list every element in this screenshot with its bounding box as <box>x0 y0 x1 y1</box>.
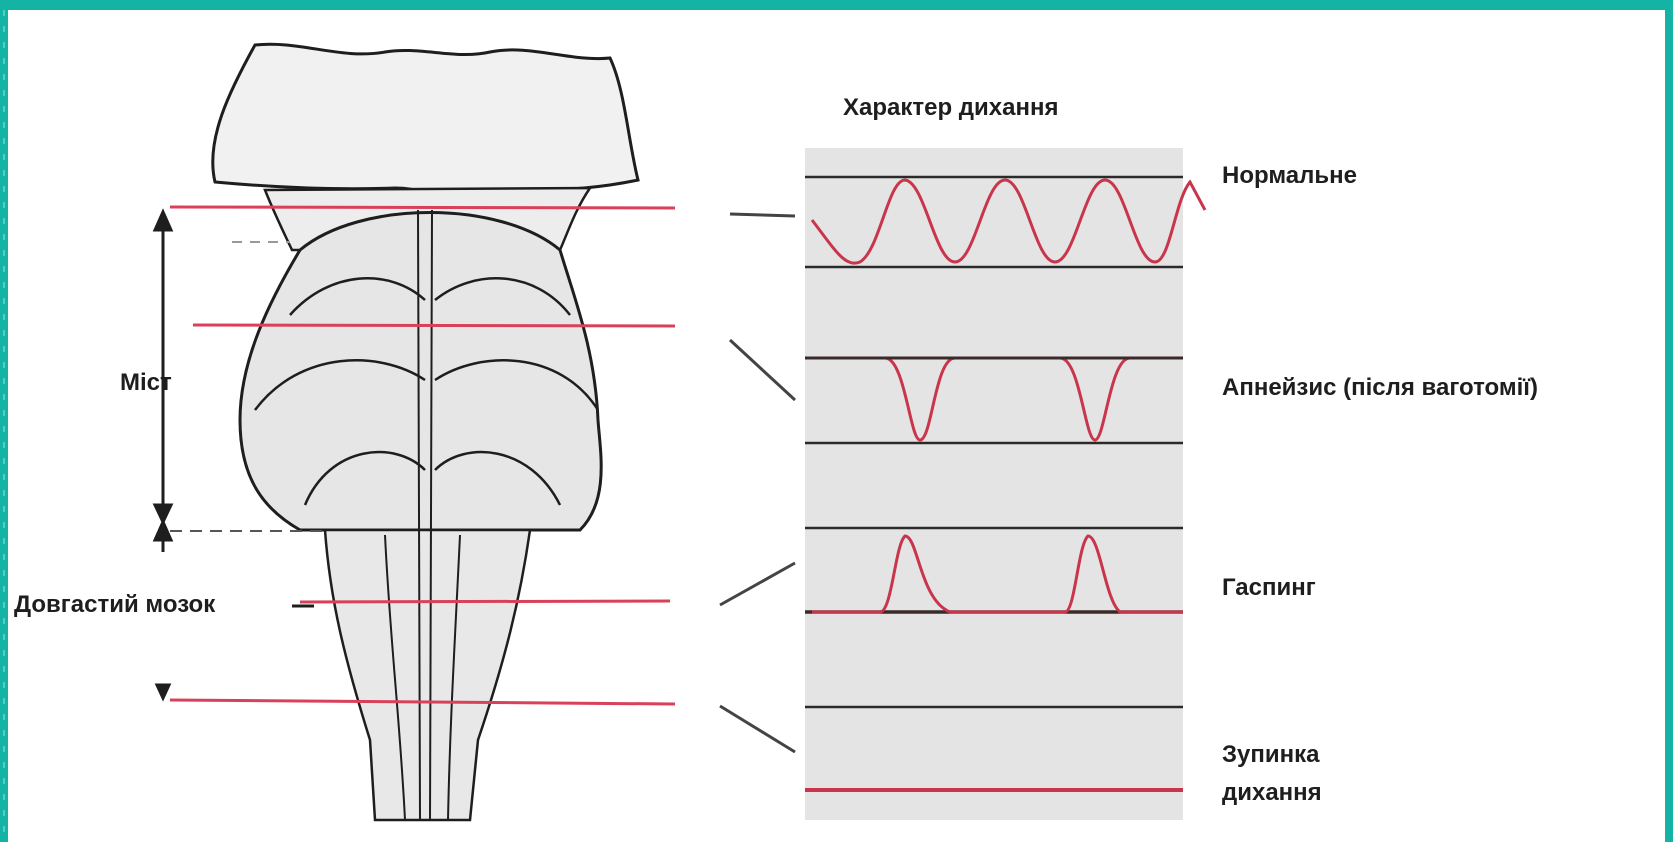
connector-ticks <box>720 214 795 752</box>
level-line-4 <box>170 700 675 704</box>
label-apneusis: Апнейзис (після ваготомії) <box>1222 374 1538 401</box>
pattern-title: Характер дихання <box>843 94 1058 121</box>
pons-extent-arrow <box>155 212 171 698</box>
midbrain-block <box>213 44 638 205</box>
level-line-3 <box>300 601 670 602</box>
label-normal: Нормальне <box>1222 162 1357 189</box>
level-line-2 <box>193 325 675 326</box>
medulla-label: Довгастий мозок <box>14 591 216 618</box>
pons-label: Міст <box>120 369 172 396</box>
label-arrest-line2: дихання <box>1222 779 1322 806</box>
label-arrest-line1: Зупинка <box>1222 741 1320 768</box>
pons <box>240 213 601 531</box>
respiration-strip <box>805 148 1183 820</box>
level-line-1 <box>170 207 675 208</box>
label-gasping: Гаспинг <box>1222 574 1316 601</box>
medulla-oblongata <box>325 530 530 820</box>
